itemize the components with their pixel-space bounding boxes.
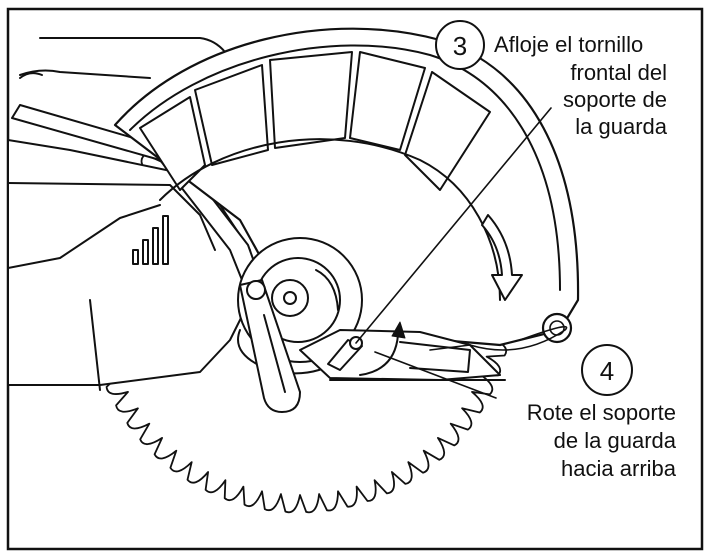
linkage-pivot [247,281,265,299]
step-3-line-1: Afloje el tornillo [494,32,643,57]
step-3-line-2: frontal del [570,60,667,85]
step-3-line-4: la guarda [575,114,668,139]
step-4-number: 4 [600,356,614,386]
step-4-line-3: hacia arriba [561,456,677,481]
step-4-line-1: Rote el soporte [527,400,676,425]
step-4-line-2: de la guarda [554,428,677,453]
arbor-bolt [284,292,296,304]
step-3-number: 3 [453,31,467,61]
step-3-line-3: soporte de [563,87,667,112]
